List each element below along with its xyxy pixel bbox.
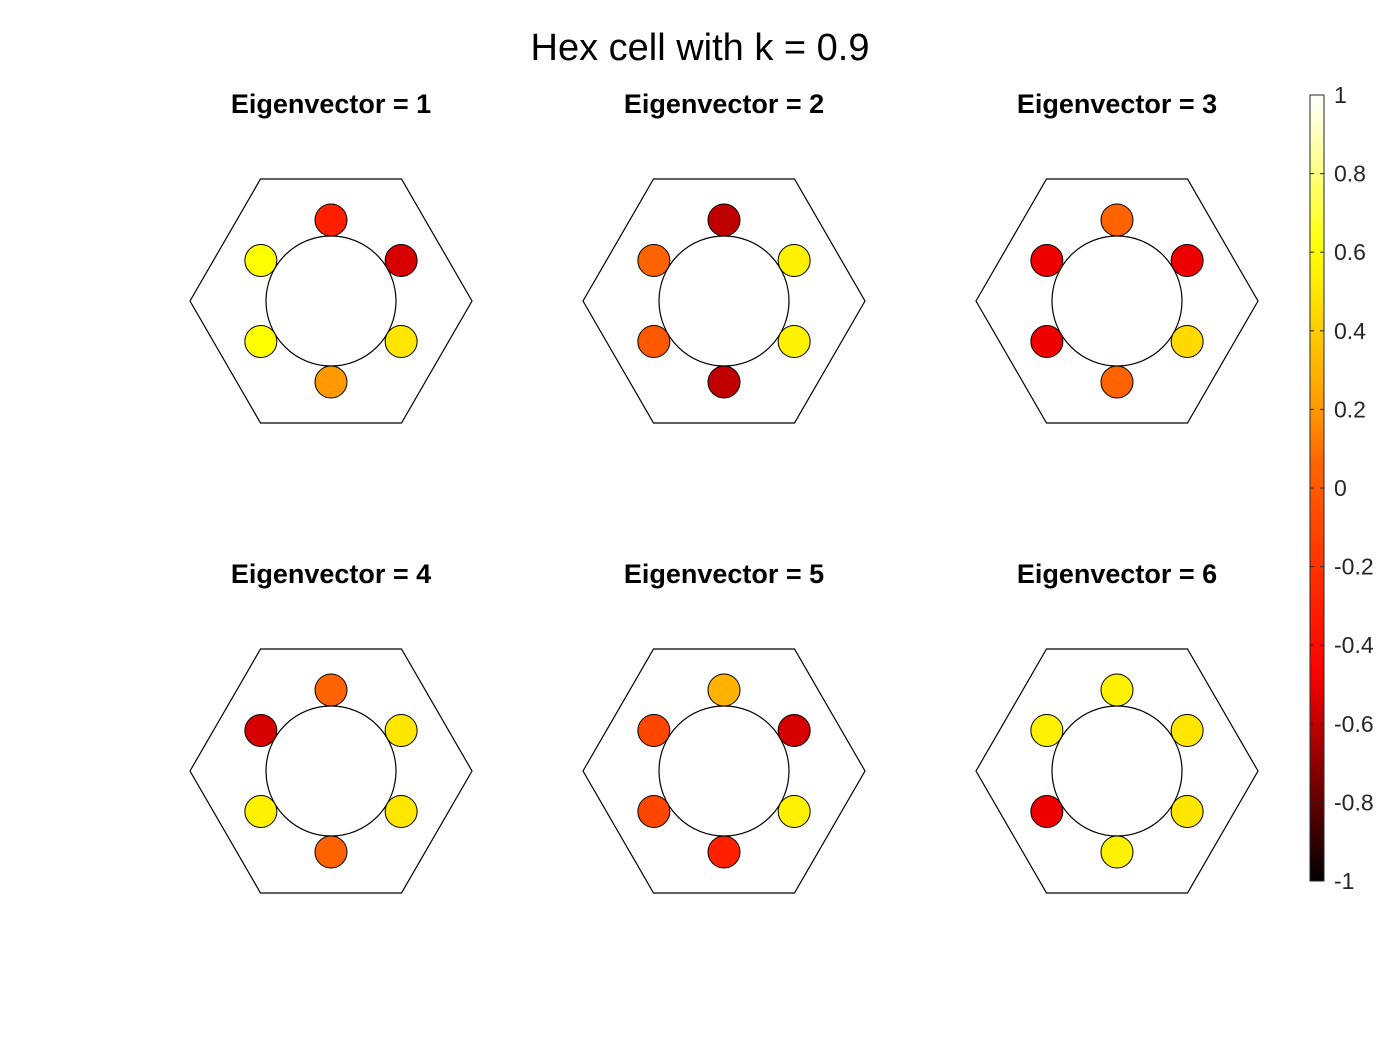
node-marker-lower-right — [1170, 795, 1204, 828]
panel-2: Eigenvector = 2 — [582, 89, 866, 424]
node-marker-lower-left — [637, 795, 671, 828]
panel-4: Eigenvector = 4 — [189, 559, 473, 894]
node-marker-bottom — [314, 365, 348, 399]
node-marker-top — [707, 203, 741, 237]
inner-ring — [265, 235, 397, 367]
inner-ring — [658, 235, 790, 367]
node-marker-upper-left — [244, 714, 278, 747]
node-marker-upper-right — [777, 714, 811, 747]
node-marker-top — [1100, 203, 1134, 237]
node-marker-lower-right — [384, 795, 418, 828]
hex-boundary — [582, 178, 866, 424]
colorbar-tick-label: 0.4 — [1334, 318, 1366, 344]
hex-boundary — [975, 648, 1259, 894]
node-marker-upper-right — [1170, 714, 1204, 747]
node-marker-upper-left — [244, 244, 278, 277]
panel-title: Eigenvector = 5 — [624, 559, 824, 589]
figure-title: Hex cell with k = 0.9 — [531, 27, 870, 69]
colorbar-tick-label: 0.6 — [1334, 239, 1366, 265]
hex-boundary — [189, 648, 473, 894]
colorbar-tick-label: -0.8 — [1334, 789, 1374, 815]
inner-ring — [265, 705, 397, 837]
node-marker-upper-right — [384, 714, 418, 747]
node-marker-upper-left — [1030, 714, 1064, 747]
node-marker-upper-right — [384, 244, 418, 277]
panel-1: Eigenvector = 1 — [189, 89, 473, 424]
colorbar-tick-label: -1 — [1334, 868, 1354, 894]
panel-title: Eigenvector = 3 — [1017, 89, 1217, 119]
panel-title: Eigenvector = 6 — [1017, 559, 1217, 589]
panel-6: Eigenvector = 6 — [975, 559, 1259, 894]
node-marker-lower-left — [244, 325, 278, 358]
panels-group: Eigenvector = 1 Eigenvector = 2 Eigenvecto… — [189, 89, 1259, 894]
node-marker-upper-right — [777, 244, 811, 277]
inner-ring — [1051, 235, 1183, 367]
node-marker-upper-left — [637, 244, 671, 277]
node-marker-upper-right — [1170, 244, 1204, 277]
panel-3: Eigenvector = 3 — [975, 89, 1259, 424]
hex-boundary — [975, 178, 1259, 424]
node-marker-bottom — [707, 365, 741, 399]
node-marker-lower-right — [777, 795, 811, 828]
colorbar-tick-label: -0.6 — [1334, 711, 1374, 737]
node-marker-bottom — [314, 835, 348, 869]
inner-ring — [1051, 705, 1183, 837]
panel-title: Eigenvector = 4 — [231, 559, 431, 589]
node-marker-bottom — [1100, 835, 1134, 869]
colorbar-tick-label: -0.4 — [1334, 632, 1374, 658]
panel-title: Eigenvector = 1 — [231, 89, 431, 119]
node-marker-bottom — [1100, 365, 1134, 399]
colorbar-tick-label: 1 — [1334, 82, 1347, 108]
colorbar-tick-label: 0.2 — [1334, 396, 1366, 422]
node-marker-top — [314, 203, 348, 237]
colorbar-tick-label: 0.8 — [1334, 161, 1366, 187]
node-marker-upper-left — [637, 714, 671, 747]
node-marker-top — [707, 673, 741, 707]
node-marker-upper-left — [1030, 244, 1064, 277]
hex-boundary — [582, 648, 866, 894]
node-marker-lower-left — [244, 795, 278, 828]
node-marker-lower-left — [1030, 325, 1064, 358]
node-marker-lower-right — [1170, 325, 1204, 358]
node-marker-lower-right — [384, 325, 418, 358]
node-marker-lower-right — [777, 325, 811, 358]
colorbar-ticks: 1 0.8 0.6 0.4 0.2 0 -0.2 -0.4 -0.6 -0.8 -1 — [1310, 82, 1374, 894]
node-marker-top — [1100, 673, 1134, 707]
hex-boundary — [189, 178, 473, 424]
colorbar-tick-label: 0 — [1334, 475, 1347, 501]
inner-ring — [658, 705, 790, 837]
panel-title: Eigenvector = 2 — [624, 89, 824, 119]
panel-5: Eigenvector = 5 — [582, 559, 866, 894]
node-marker-lower-left — [1030, 795, 1064, 828]
node-marker-top — [314, 673, 348, 707]
node-marker-lower-left — [637, 325, 671, 358]
colorbar: 1 0.8 0.6 0.4 0.2 0 -0.2 -0.4 -0.6 -0.8 -1 — [1309, 82, 1374, 894]
node-marker-bottom — [707, 835, 741, 869]
colorbar-tick-label: -0.2 — [1334, 554, 1374, 580]
